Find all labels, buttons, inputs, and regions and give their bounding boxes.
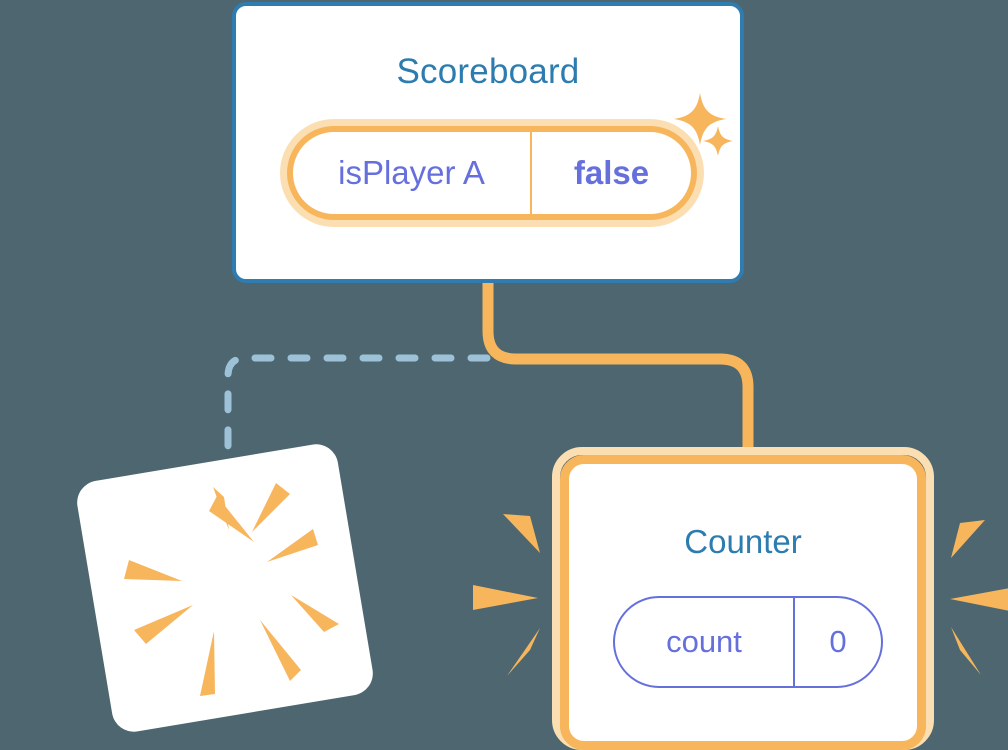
- scoreboard-property-key: isPlayer A: [338, 154, 485, 191]
- connector-scoreboard-to-blank-card: [224, 354, 491, 474]
- scoreboard-property-pill[interactable]: isPlayer A false: [287, 126, 697, 220]
- scoreboard-pill-divider: [530, 132, 532, 214]
- counter-pill-divider: [793, 598, 795, 686]
- blank-card[interactable]: [73, 440, 377, 736]
- scoreboard-property-pill-wrap: isPlayer A false: [280, 119, 704, 227]
- scoreboard-title: Scoreboard: [396, 52, 580, 91]
- connector-scoreboard-to-counter: [482, 280, 754, 462]
- component-box-counter[interactable]: Counter count 0: [560, 455, 926, 750]
- component-box-scoreboard[interactable]: Scoreboard isPlayer A false: [232, 2, 744, 283]
- scoreboard-property-value: false: [573, 154, 650, 191]
- counter-property-value: 0: [829, 624, 847, 659]
- scoreboard-pill-highlight-halo: [280, 119, 704, 227]
- counter-property-pill[interactable]: count 0: [613, 596, 883, 688]
- counter-title: Counter: [684, 523, 802, 560]
- counter-property-key: count: [666, 624, 742, 659]
